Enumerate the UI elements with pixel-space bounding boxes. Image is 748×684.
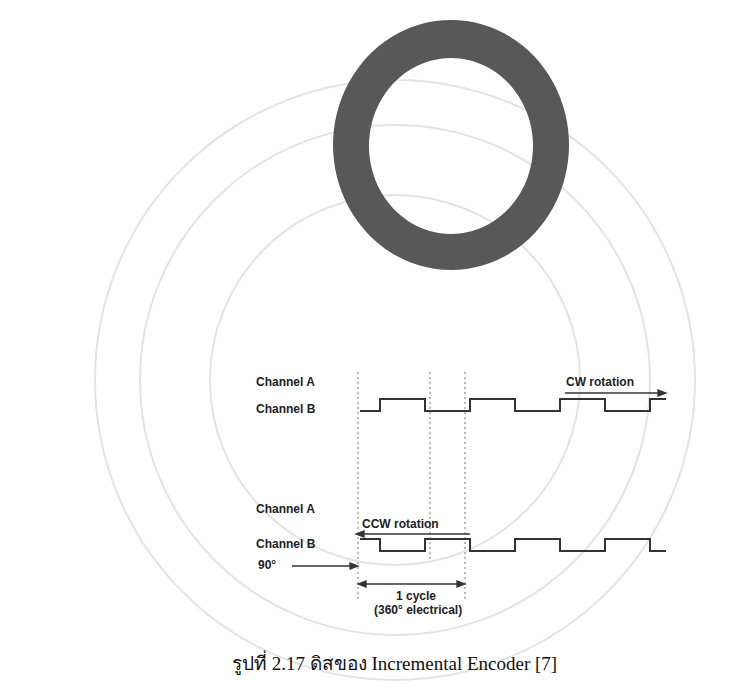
figure-caption: รูปที่ 2.17 ดิสของ Incremental Encoder [… <box>232 648 557 678</box>
signal-name: Channel A <box>256 376 315 389</box>
signal-name: Channel A <box>256 503 315 516</box>
dimension-arrows <box>292 390 666 587</box>
dimension-label: (360° electrical) <box>374 604 462 617</box>
dimension-label: 1 cycle <box>396 590 436 603</box>
signal-name: Channel B <box>256 538 315 551</box>
square-wave <box>360 399 666 411</box>
angle-label: 90° <box>258 559 276 572</box>
guide-lines <box>358 372 465 600</box>
encoder-disc <box>333 20 569 270</box>
direction-label: CCW rotation <box>362 518 439 531</box>
direction-label: CW rotation <box>566 376 634 389</box>
square-wave <box>360 539 666 551</box>
waveforms <box>360 399 666 551</box>
signal-name: Channel B <box>256 403 315 416</box>
watermark-logo <box>95 80 695 680</box>
